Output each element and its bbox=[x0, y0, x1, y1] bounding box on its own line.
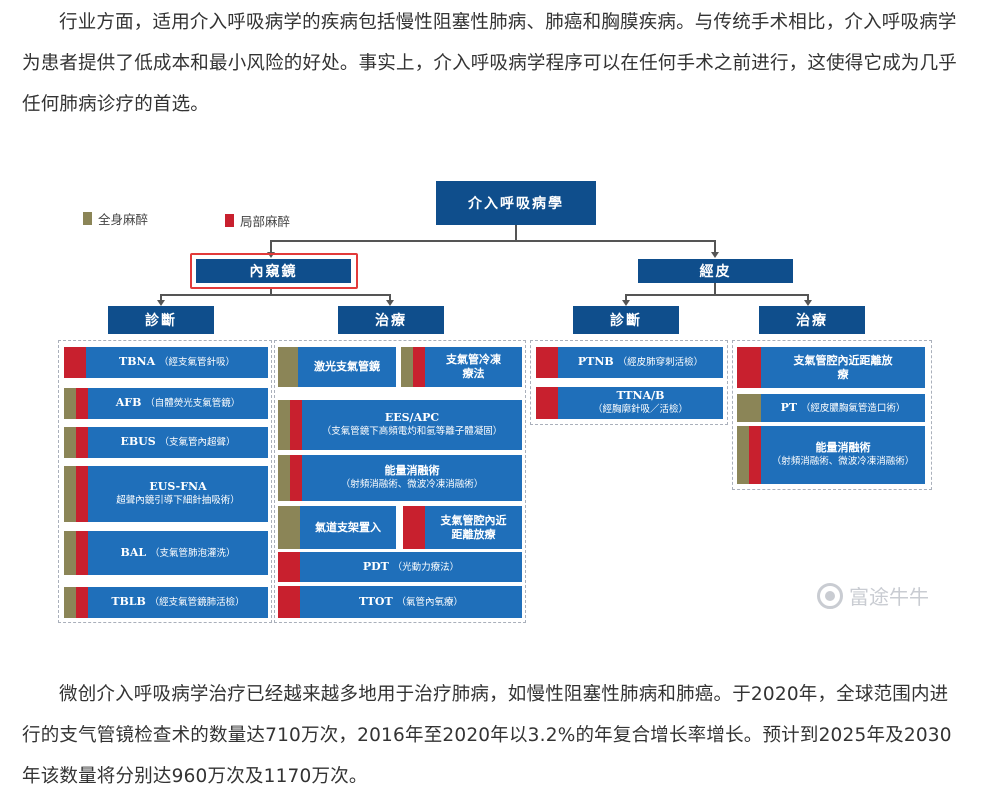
legend-local-label: 局部麻醉 bbox=[240, 214, 291, 229]
connector bbox=[270, 240, 715, 242]
list-item: 支氣管腔內近距離放療 bbox=[737, 347, 925, 388]
arrow-icon bbox=[622, 300, 630, 306]
list-item: EBUS （支氣管內超聲） bbox=[64, 427, 268, 458]
arrow-icon bbox=[157, 300, 165, 306]
list-item: BAL （支氣管肺泡灌洗） bbox=[64, 531, 268, 575]
list-item: TTOT （氣管內氧療） bbox=[278, 586, 522, 618]
arrow-icon bbox=[386, 300, 394, 306]
list-item: AFB （自體熒光支氣管鏡） bbox=[64, 388, 268, 419]
connector bbox=[807, 294, 809, 302]
legend-general-label: 全身麻醉 bbox=[98, 212, 149, 227]
percutaneous-node: 經皮 bbox=[638, 259, 793, 283]
connector bbox=[160, 294, 390, 296]
arrow-icon bbox=[711, 252, 719, 258]
connector bbox=[515, 225, 517, 241]
connector bbox=[714, 283, 716, 295]
root-node: 介入呼吸病學 bbox=[436, 181, 596, 225]
perc-diagnosis-node: 診斷 bbox=[573, 306, 679, 334]
list-item: PTNB （經皮肺穿刺活檢） bbox=[536, 347, 723, 378]
connector bbox=[270, 289, 272, 295]
watermark: 富途牛牛 bbox=[817, 581, 929, 610]
legend-local: 局部麻醉 bbox=[225, 211, 290, 230]
interventional-pulmonology-diagram: 全身麻醉 局部麻醉 介入呼吸病學 內窺鏡 經皮 診斷 治療 診斷 治療 TBNA… bbox=[55, 168, 935, 628]
perc-treatment-node: 治療 bbox=[759, 306, 865, 334]
list-item: TTNA/B（經胸廓針吸／活檢） bbox=[536, 387, 723, 419]
connector bbox=[389, 294, 391, 302]
connector bbox=[270, 240, 272, 254]
connector bbox=[160, 294, 162, 302]
local-anesthesia-swatch bbox=[225, 214, 234, 227]
connector bbox=[625, 294, 627, 302]
arrow-icon bbox=[267, 252, 275, 258]
intro-paragraph: 行业方面，适用介入呼吸病学的疾病包括慢性阻塞性肺病、肺癌和胸膜疾病。与传统手术相… bbox=[22, 12, 958, 115]
connector bbox=[625, 294, 808, 296]
endo-diagnosis-node: 診斷 bbox=[108, 306, 214, 334]
list-item: PT （經皮膿胸氣管造口術） bbox=[737, 394, 925, 422]
connector bbox=[714, 240, 716, 254]
list-item: 氣道支架置入 bbox=[278, 506, 396, 549]
list-item: TBNA （經支氣管針吸） bbox=[64, 347, 268, 378]
list-item: 支氣管腔內近距離放療 bbox=[403, 506, 522, 549]
list-item: EES/APC（支氣管鏡下高頻電灼和氬等離子體凝固） bbox=[278, 400, 522, 450]
endo-treatment-node: 治療 bbox=[338, 306, 444, 334]
arrow-icon bbox=[804, 300, 812, 306]
list-item: 能量消融術（射頻消融術、微波冷凍消融術） bbox=[278, 455, 522, 501]
list-item: TBLB （經支氣管鏡肺活檢） bbox=[64, 587, 268, 618]
highlight-box bbox=[190, 253, 358, 289]
watermark-text: 富途牛牛 bbox=[849, 585, 929, 609]
general-anesthesia-swatch bbox=[83, 212, 92, 225]
list-item: PDT （光動力療法） bbox=[278, 552, 522, 582]
list-item: 激光支氣管鏡 bbox=[278, 347, 396, 387]
endoscope-node: 內窺鏡 bbox=[196, 259, 351, 283]
list-item: 支氣管冷凍療法 bbox=[401, 347, 522, 387]
futu-logo-icon bbox=[817, 582, 843, 609]
legend-general: 全身麻醉 bbox=[83, 209, 148, 228]
market-paragraph: 微创介入呼吸病学治疗已经越来越多地用于治疗肺病，如慢性阻塞性肺病和肺癌。于202… bbox=[22, 684, 952, 787]
list-item: 能量消融術（射頻消融術、微波冷凍消融術） bbox=[737, 426, 925, 484]
